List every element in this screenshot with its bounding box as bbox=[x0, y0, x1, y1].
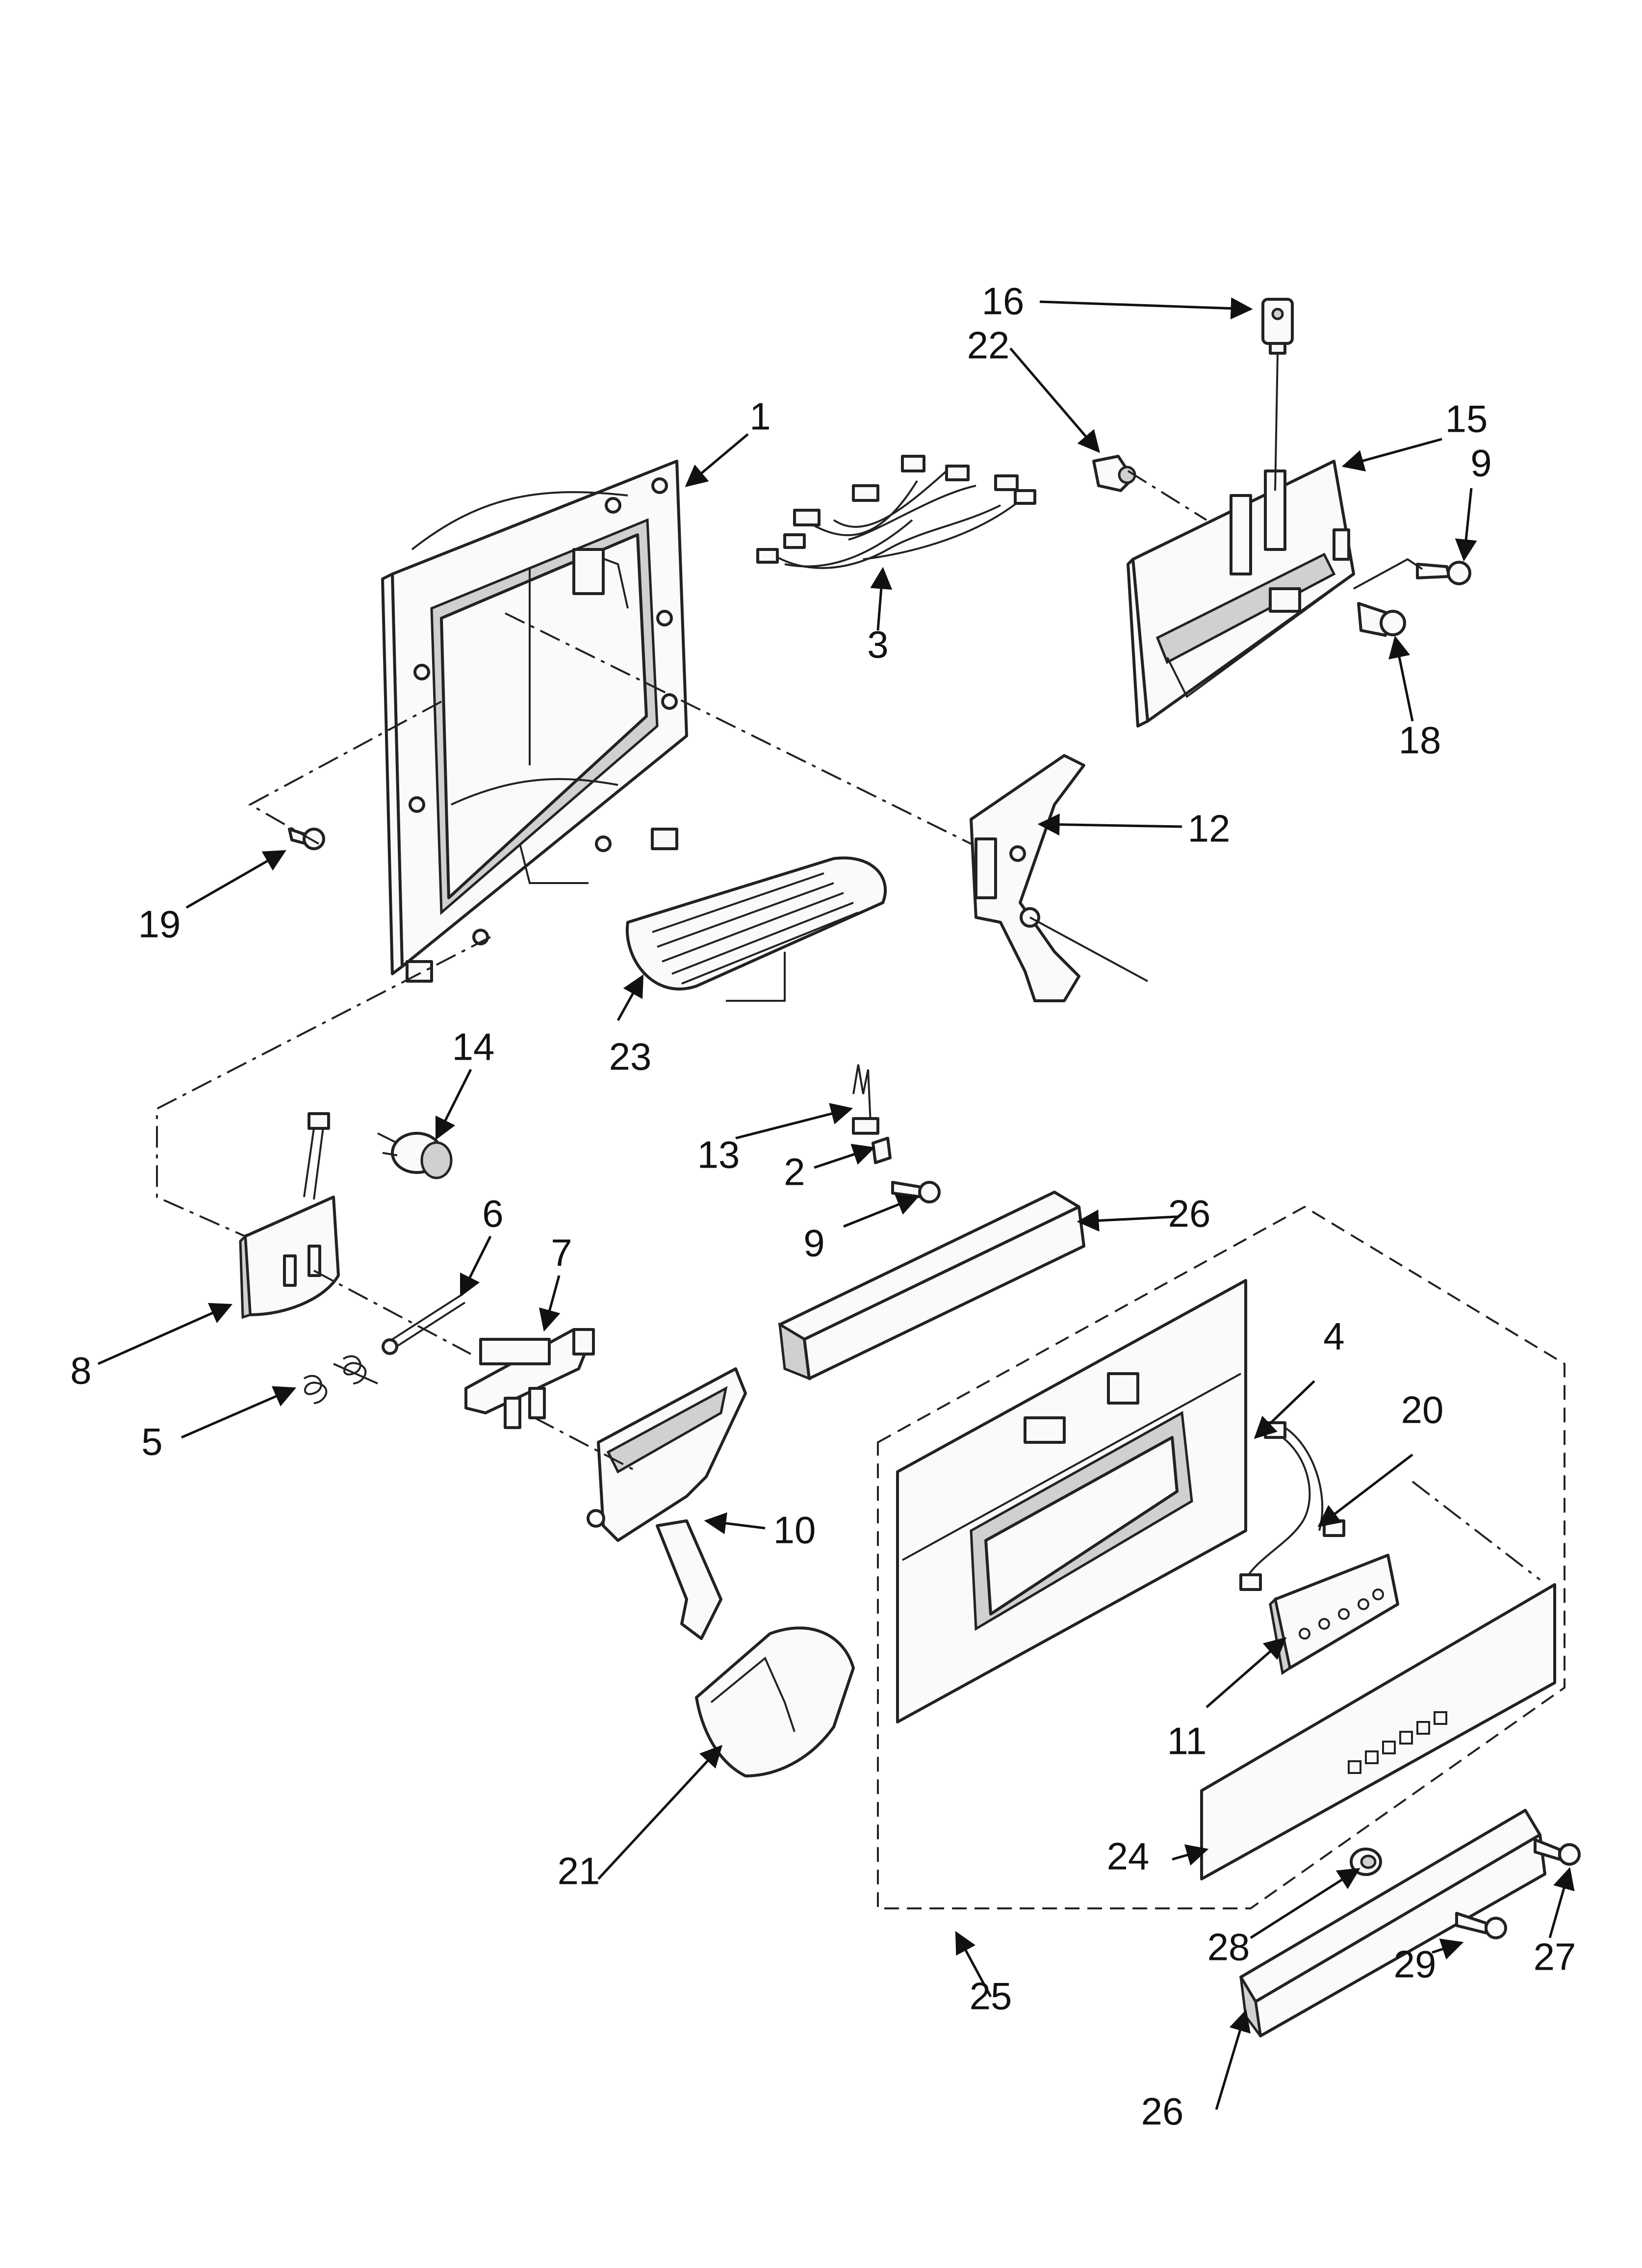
part-26-rail-lower bbox=[1239, 1809, 1546, 2037]
part-13-spring-clip bbox=[852, 1064, 879, 1135]
part-4-panel bbox=[896, 1279, 1247, 1723]
callout-29: 29 bbox=[1394, 1943, 1437, 1986]
part-25-boundary bbox=[877, 1205, 1565, 1909]
part-12-lever bbox=[970, 754, 1085, 1002]
callout-11: 11 bbox=[1167, 1720, 1207, 1763]
callout-1: 1 bbox=[749, 395, 770, 438]
callout-15: 15 bbox=[1445, 397, 1488, 441]
leader-lines bbox=[97, 297, 1575, 2110]
callout-13: 13 bbox=[697, 1133, 740, 1176]
part-9-screw-upper bbox=[1416, 561, 1471, 585]
callout-26-lower: 26 bbox=[1141, 2090, 1184, 2133]
callout-19: 19 bbox=[138, 903, 181, 946]
part-6-pin bbox=[382, 1294, 466, 1355]
callout-28: 28 bbox=[1207, 1926, 1250, 1969]
part-8-solenoid bbox=[239, 1112, 340, 1319]
callout-4: 4 bbox=[1323, 1315, 1344, 1358]
part-3-wire-harness bbox=[756, 455, 1036, 569]
part-16-switch bbox=[1261, 298, 1294, 355]
callout-25: 25 bbox=[970, 1975, 1012, 2018]
part-29-screw bbox=[1455, 1912, 1507, 1939]
callout-18: 18 bbox=[1399, 719, 1441, 762]
part-26-rail-upper bbox=[778, 1191, 1085, 1381]
part-18-connector bbox=[1357, 602, 1406, 637]
assembly-guides bbox=[156, 353, 1541, 1581]
callout-3: 3 bbox=[867, 623, 888, 666]
callout-7: 7 bbox=[551, 1231, 572, 1275]
callout-10: 10 bbox=[773, 1509, 816, 1552]
callout-5: 5 bbox=[141, 1420, 162, 1463]
part-22-plunger bbox=[1092, 455, 1136, 492]
part-1-housing bbox=[381, 460, 688, 983]
callout-12: 12 bbox=[1188, 807, 1231, 850]
callout-22: 22 bbox=[967, 324, 1010, 367]
part-2-bracket bbox=[872, 1137, 892, 1164]
part-7-lever-assembly bbox=[464, 1328, 595, 1429]
callout-14: 14 bbox=[452, 1025, 495, 1069]
callout-24: 24 bbox=[1107, 1835, 1150, 1878]
part-9-screw-lower bbox=[891, 1181, 941, 1203]
part-11-control-board bbox=[1269, 1554, 1399, 1675]
callout-27: 27 bbox=[1534, 1935, 1576, 1979]
part-5-spring bbox=[303, 1355, 378, 1404]
part-10-chute bbox=[587, 1367, 747, 1640]
callout-6: 6 bbox=[482, 1192, 503, 1235]
callout-9-lower: 9 bbox=[803, 1222, 824, 1265]
part-15-bracket bbox=[1127, 460, 1355, 728]
callout-26-upper: 26 bbox=[1168, 1192, 1211, 1235]
part-27-screw bbox=[1534, 1838, 1581, 1866]
part-23-grille bbox=[625, 856, 887, 991]
callout-16: 16 bbox=[982, 280, 1025, 323]
callout-20: 20 bbox=[1401, 1388, 1444, 1432]
callout-8: 8 bbox=[70, 1349, 91, 1392]
part-21-cup bbox=[695, 1626, 855, 1777]
part-19-screw bbox=[288, 828, 325, 850]
callout-labels: 1 2 3 4 5 6 7 8 9 9 10 11 12 13 14 15 16… bbox=[70, 280, 1576, 2133]
part-14-motor bbox=[377, 1132, 453, 1179]
callout-21: 21 bbox=[558, 1850, 600, 1893]
callout-2: 2 bbox=[784, 1150, 805, 1194]
callout-23: 23 bbox=[609, 1035, 652, 1078]
part-20-harness bbox=[1239, 1421, 1345, 1591]
callout-9-upper: 9 bbox=[1470, 442, 1491, 485]
